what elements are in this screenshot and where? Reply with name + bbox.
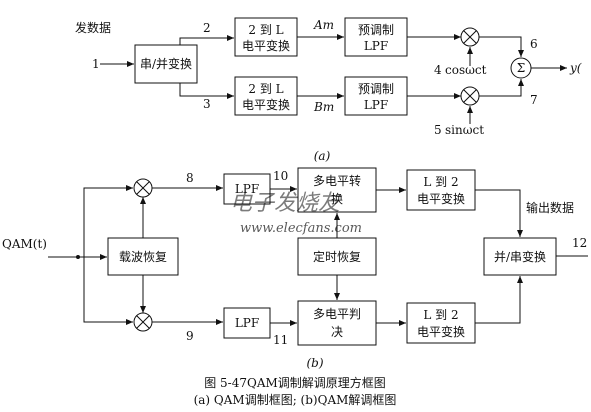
node-3-label: 3: [203, 97, 211, 111]
mixer-top: [460, 27, 480, 47]
timing-recovery-label: 定时恢复: [313, 249, 361, 264]
l2-top-to-ps-wire: [475, 189, 523, 237]
multilevel-convert-box: [297, 167, 377, 213]
mixer-b-top: [133, 178, 153, 198]
mixer-bottom: [460, 86, 480, 106]
level-convert-bottom-label-1: 2 到 L: [248, 82, 283, 96]
input-top-branch: [83, 185, 133, 257]
node-4-label: 4: [434, 63, 442, 77]
node-5-label: 5: [434, 123, 442, 137]
branch-wire-2: [179, 35, 234, 45]
multilevel-decision-label-2: 决: [331, 325, 343, 339]
level-convert-bottom-box: [234, 76, 298, 116]
mixer-top-to-sum-wire: [479, 36, 524, 57]
premod-lpf-bottom-label-1: 预调制: [358, 82, 394, 96]
l-to-2-top-box: [406, 169, 476, 211]
input-bottom-branch: [83, 257, 133, 325]
sub-caption-a: (a): [314, 149, 331, 163]
l-to-2-bottom-box: [406, 302, 476, 344]
premod-lpf-bottom-label-2: LPF: [364, 98, 388, 112]
multilevel-decision-box: [297, 300, 377, 346]
send-data-label: 发数据: [75, 20, 111, 35]
l-to-2-bottom-label-2: 电平变换: [417, 324, 465, 339]
mixer-bottom-to-sum-wire: [479, 79, 524, 97]
bm-label: Bm: [313, 100, 334, 114]
l-to-2-top-label-2: 电平变换: [417, 191, 465, 206]
figure-caption-line2: (a) QAM调制框图; (b)QAM解调框图: [194, 393, 397, 407]
l-to-2-bottom-label-1: L 到 2: [423, 308, 458, 322]
node-8-label: 8: [186, 171, 194, 185]
premod-lpf-top-box: [344, 17, 408, 57]
premod-lpf-bottom-box: [344, 76, 408, 116]
node-12-label: 12: [572, 236, 587, 250]
input-junction: [76, 255, 80, 259]
lpf-b-bottom-label: LPF: [235, 316, 259, 330]
summer-symbol: Σ: [517, 61, 525, 75]
figure-caption-line1: 图 5-47QAM调制解调原理方框图: [204, 375, 386, 390]
lpf-b-top-box: [223, 173, 271, 205]
qam-input-label: QAM(t): [2, 237, 47, 251]
carrier-recovery-label: 载波恢复: [119, 250, 167, 264]
cos-carrier-label: cosωct: [445, 63, 487, 77]
lpf-b-top-label: LPF: [235, 182, 259, 196]
level-convert-top-label-1: 2 到 L: [248, 23, 283, 37]
sin-carrier-label: sinωct: [445, 123, 484, 137]
node-1-label: 1: [92, 57, 100, 71]
multilevel-decision-label-1: 多电平判: [313, 307, 361, 321]
node-11-label: 11: [273, 333, 288, 347]
watermark-logo-text: 电子发烧友: [230, 191, 343, 216]
node-2-label: 2: [203, 21, 211, 35]
serial-parallel-label: 串/并变换: [140, 56, 192, 71]
premod-lpf-top-label-2: LPF: [364, 39, 388, 53]
mixer-b-bottom: [133, 312, 153, 332]
output-data-label: 输出数据: [526, 200, 574, 215]
parallel-serial-box: [483, 237, 557, 276]
premod-lpf-top-label-1: 预调制: [358, 23, 394, 37]
sub-caption-b: (b): [306, 356, 323, 370]
l2-bottom-to-ps-wire: [475, 276, 523, 324]
l-to-2-top-label-1: L 到 2: [423, 175, 458, 189]
node-6-label: 6: [530, 37, 538, 51]
output-y-label: y(: [569, 61, 582, 75]
level-convert-bottom-label-2: 电平变换: [242, 97, 290, 112]
am-label: Am: [313, 18, 334, 32]
multilevel-convert-label-1: 多电平转: [313, 173, 361, 188]
node-9-label: 9: [186, 329, 194, 343]
parallel-serial-label: 并/串变换: [494, 249, 546, 264]
level-convert-top-box: [234, 17, 298, 57]
watermark-url: www.elecfans.com: [240, 221, 362, 236]
level-convert-top-label-2: 电平变换: [242, 38, 290, 53]
serial-parallel-box: [134, 44, 198, 84]
multilevel-convert-label-2: 换: [331, 192, 343, 206]
node-7-label: 7: [530, 93, 538, 107]
node-10-label: 10: [273, 169, 288, 183]
branch-wire-3: [179, 83, 234, 99]
